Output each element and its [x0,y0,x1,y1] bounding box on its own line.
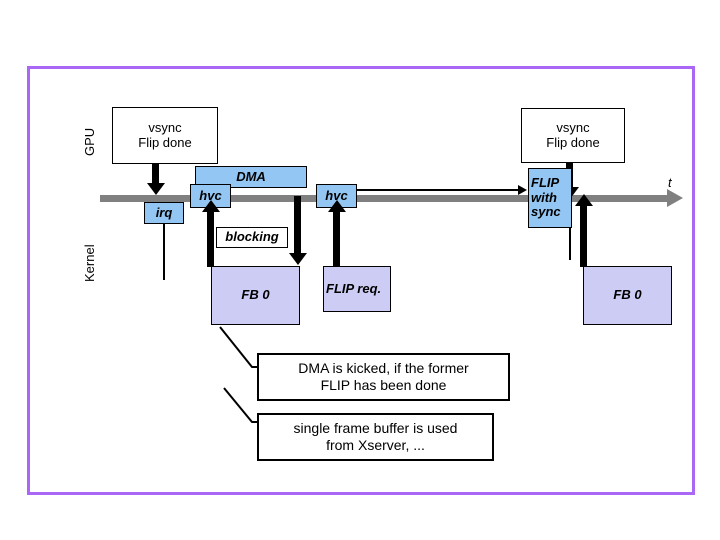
vsync-label-line2-right: Flip done [546,134,600,150]
time-axis-label: t [668,175,672,190]
note-dma-line2: FLIP has been done [320,377,447,393]
vsync-label-line1: vsync [148,119,182,135]
lane-label-kernel: Kernel [82,244,97,282]
vsync-to-irq-arrow-shaft [152,164,159,184]
hvc2-to-flip-arrowhead-icon [518,185,527,195]
dma-to-fb0-arrowhead-icon [289,253,307,265]
note-box-dma-kicked: DMA is kicked, if the former FLIP has be… [257,353,510,401]
vsync-label-line1-right: vsync [556,119,590,135]
flipreq-to-hvc2-arrowhead-icon [328,200,346,212]
vsync-to-irq-arrowhead-icon [147,183,165,195]
note-fb-line2: from Xserver, ... [326,437,425,453]
fb0right-to-timeline-arrowhead-icon [575,194,593,206]
gpu-box-dma: DMA [195,166,307,188]
fb0-to-hvc1-arrowhead-icon [202,200,220,212]
kernel-box-flip-req: FLIP req. [323,266,391,312]
kernel-box-blocking: blocking [216,227,288,248]
fb0-to-hvc1-arrow-shaft [207,212,214,267]
timeline-box-irq: irq [144,202,184,224]
timeline-box-hvc-2: hvc [316,184,357,208]
note-fb-line1: single frame buffer is used [293,419,458,436]
fb0right-to-timeline-arrow-shaft [580,206,587,267]
note-dma-line1: DMA is kicked, if the former [298,359,469,376]
flip-with-sync-line3: sync [531,204,561,220]
note-box-single-framebuffer: single frame buffer is used from Xserver… [257,413,494,461]
flipreq-to-hvc2-arrow-shaft [333,212,340,267]
kernel-box-fb0-left: FB 0 [211,266,300,325]
vsync-flip-done-box-left: vsync Flip done [112,107,218,164]
dma-to-fb0-arrow-shaft [294,196,301,254]
irq-descender-line [163,224,165,280]
hvc2-to-flip-line [357,189,520,191]
kernel-box-fb0-right: FB 0 [583,266,672,325]
vsync-flip-done-box-right: vsync Flip done [521,108,625,163]
timeline-arrowhead-icon [667,189,683,207]
flip-with-sync-line2: with [531,189,557,205]
vsync-label-line2: Flip done [138,134,192,150]
slide-border-frame [27,66,695,495]
lane-label-gpu: GPU [82,127,97,156]
flip-with-sync-line1: FLIP [531,174,560,190]
vsync-right-descender-line [569,199,571,260]
timeline-axis [100,195,667,202]
timeline-box-flip-with-sync: FLIP with sync [528,168,572,228]
